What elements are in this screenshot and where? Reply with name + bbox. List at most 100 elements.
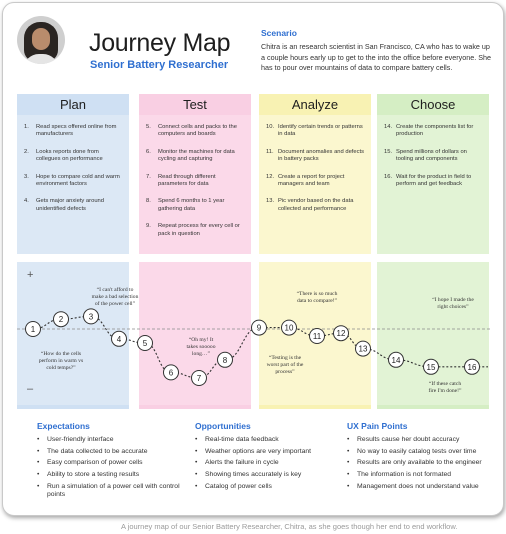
section-item-text: Real-time data feedback (205, 436, 279, 443)
section-item-text: Results are only available to the engine… (357, 459, 482, 467)
step-number: 11. (266, 148, 274, 155)
section-item-text: Weather options are very important (205, 447, 312, 455)
pain-points-section: UX Pain Points • Results cause her doubt … (347, 421, 499, 495)
step-text: Hope to compare cold and warm environmen… (36, 173, 120, 188)
bullet-icon: • (195, 459, 198, 467)
column-footer-strip (377, 405, 489, 409)
step-item: 13.Pic vendor based on the data collecte… (265, 198, 365, 213)
opportunities-section: Opportunities •Real-time data feedback•W… (195, 421, 345, 495)
stage-column-analyze: Analyze 10.Identify certain trends or pa… (259, 94, 371, 254)
step-point (137, 335, 153, 351)
column-footer-strip (259, 405, 371, 409)
step-point-label: 9 (257, 324, 262, 333)
bullet-icon: • (347, 482, 350, 490)
stage-steps: 14.Create the components list for produc… (377, 115, 489, 188)
step-item: 12.Create a report for project managers … (265, 174, 365, 189)
step-text: Wait for the product in field to perform… (396, 173, 472, 188)
bullet-icon: • (347, 436, 350, 443)
step-number: 3. (24, 173, 29, 180)
section-item: •Showing times accurately is key (195, 471, 345, 479)
step-text: Read specs offered online from manufactu… (36, 124, 117, 138)
step-text: Create a report for project managers and… (278, 173, 345, 188)
step-text: Repeat process for every cell or pack in… (158, 223, 240, 237)
step-point (333, 325, 349, 342)
step-item: 1.Read specs offered online from manufac… (23, 124, 123, 139)
scenario-text: Chitra is an research scientist in San F… (261, 42, 492, 72)
step-point (53, 311, 69, 328)
section-item-text: Showing times accurately is key (205, 471, 302, 479)
bullet-icon: • (347, 459, 350, 467)
section-item: •Easy comparison of power cells (37, 459, 187, 467)
opportunities-list: •Real-time data feedback•Weather options… (195, 436, 345, 491)
step-item: 5.Connect cells and packs to the compute… (145, 124, 245, 139)
section-item: •Alerts the failure in cycle (195, 459, 345, 467)
step-item: 2.Looks reports done from collegues on p… (23, 149, 123, 164)
column-footer-strip (17, 405, 129, 409)
step-text: Identify certain trends or patterns in d… (278, 124, 363, 138)
section-item-text: The information is not formated (357, 471, 452, 479)
stage-title: Plan (17, 94, 129, 115)
bullet-icon: • (37, 459, 40, 467)
step-item: 6.Monitor the machines for data cycling … (145, 149, 245, 164)
step-point-label: 2 (59, 315, 64, 324)
bullet-icon: • (37, 447, 40, 455)
step-item: 4.Gets major anxiety around unidentified… (23, 198, 123, 213)
step-point (464, 358, 480, 375)
step-point-label: 13 (359, 345, 368, 354)
section-item: • Results are only available to the engin… (347, 459, 499, 467)
step-number: 8. (146, 198, 151, 205)
step-point-label: 5 (143, 339, 148, 348)
step-point-label: 10 (285, 324, 294, 333)
step-point (25, 321, 41, 337)
step-item: 7.Read through different parameters for … (145, 174, 245, 189)
stage-title: Analyze (259, 94, 371, 115)
step-point (191, 370, 207, 386)
step-point-label: 11 (313, 332, 322, 341)
step-text: Spend 6 months to 1 year gathering data (158, 198, 225, 212)
step-text: Pic vendor based on the data collected a… (278, 198, 354, 212)
step-point-label: 1 (31, 325, 36, 334)
step-item: 11.Document anomalies and defects in bat… (265, 149, 365, 164)
bullet-icon: • (37, 482, 40, 490)
step-point (355, 340, 371, 357)
step-number: 13. (266, 198, 275, 205)
step-item: 14.Create the components list for produc… (383, 124, 483, 139)
section-item: •User-friendly interface (37, 436, 187, 444)
section-item-text: Results cause her doubt accuracy (357, 436, 460, 443)
step-point (217, 351, 233, 368)
section-item-text: The data collected to be accurate (47, 447, 148, 455)
step-text: Connect cells and packs to the computers… (158, 124, 237, 138)
section-item: •Real-time data feedback (195, 436, 345, 444)
step-point (423, 358, 439, 375)
bullet-icon: • (37, 471, 40, 479)
section-title: UX Pain Points (347, 421, 408, 431)
stage-steps: 5.Connect cells and packs to the compute… (139, 115, 251, 238)
step-text: Looks reports done from collegues on per… (36, 148, 103, 163)
step-item: 9.Repeat process for every cell or pack … (145, 223, 245, 238)
step-point-label: 15 (427, 363, 436, 372)
expectations-list: •User-friendly interface•The data collec… (37, 436, 187, 499)
step-item: 8. Spend 6 months to 1 year gathering dat… (145, 198, 245, 213)
bullet-icon: • (37, 436, 40, 443)
bullet-icon: • (195, 447, 198, 455)
stage-title: Choose (377, 94, 489, 115)
step-text: Read through different parameters for da… (158, 173, 216, 188)
section-item: • Results cause her doubt accuracy (347, 436, 499, 444)
section-title: Expectations (37, 421, 90, 431)
bullet-icon: • (347, 447, 350, 455)
step-number: 15. (384, 148, 393, 155)
section-item-text: Ability to store a testing results (47, 471, 140, 479)
step-point-label: 12 (337, 329, 346, 338)
step-number: 14. (384, 124, 393, 130)
step-number: 16. (384, 173, 393, 180)
section-item: •Run a simulation of a power cell with c… (37, 483, 187, 499)
section-item: •Management does not understand value (347, 483, 499, 491)
step-point-label: 7 (197, 374, 202, 383)
bullet-icon: • (195, 482, 198, 490)
avatar (17, 16, 65, 64)
